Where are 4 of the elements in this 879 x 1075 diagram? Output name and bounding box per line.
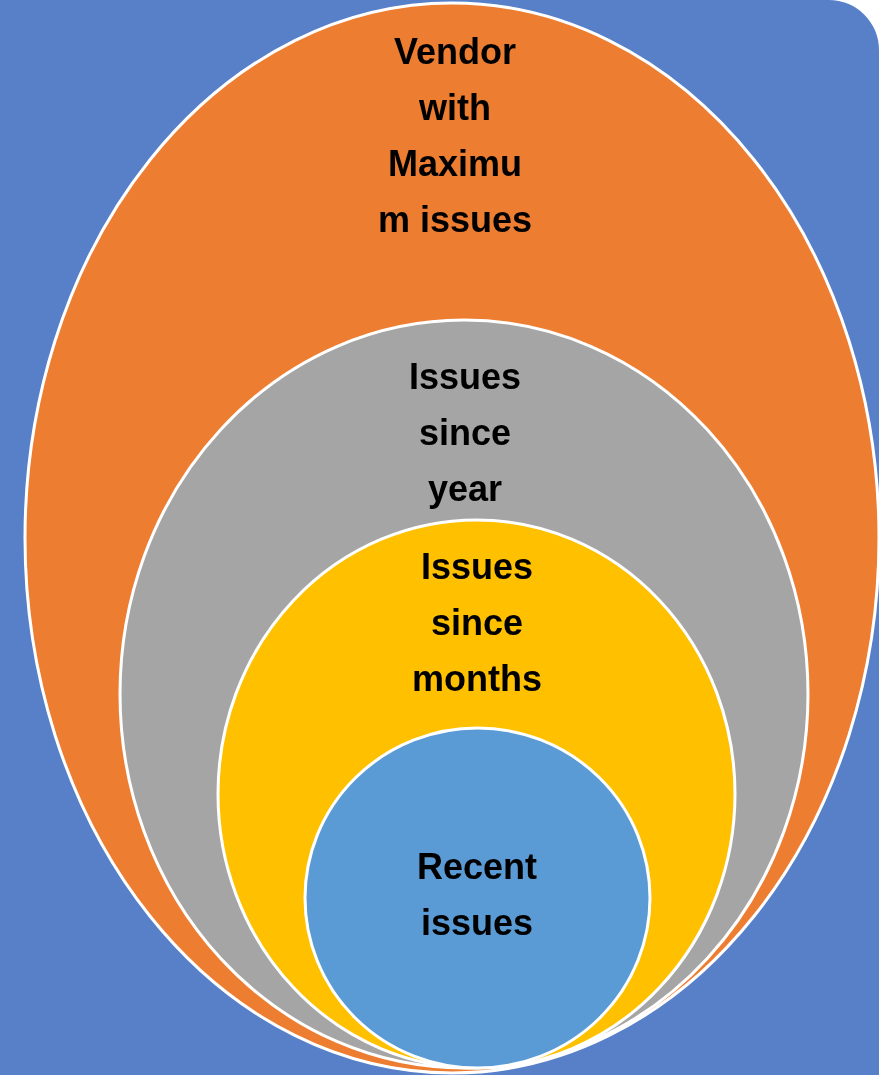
ellipse-label: Vendor with Maximum issues xyxy=(376,30,534,242)
ellipse-label: Issues since year xyxy=(407,355,523,511)
ellipse-label: Issues since months xyxy=(411,545,543,701)
ellipse-label: Recent issues xyxy=(415,845,538,945)
